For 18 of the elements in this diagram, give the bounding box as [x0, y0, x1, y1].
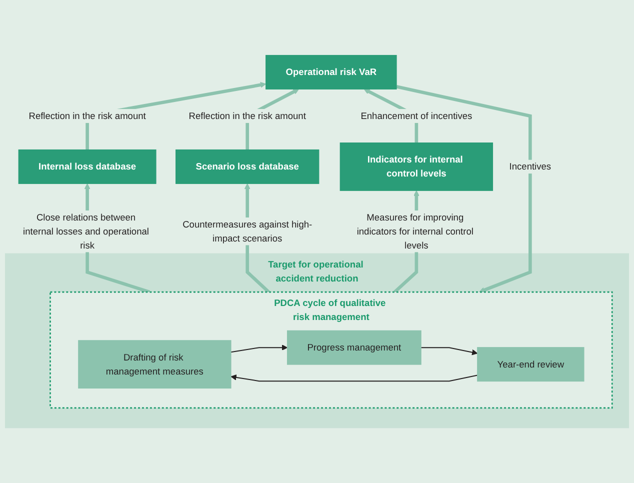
node-box: Year-end review — [477, 347, 584, 382]
node-box: Internal loss database — [18, 149, 156, 184]
edge-label: Countermeasures against high-impact scenarios — [182, 218, 312, 244]
arrow — [420, 347, 478, 356]
edge-label: Close relations between internal losses and operational risk — [23, 212, 149, 250]
node-box: Operational risk VaR — [266, 54, 397, 90]
edge-label: Incentives — [509, 161, 552, 172]
edge-label: Measures for improving indicators for internal control levels — [356, 212, 474, 250]
node-box: Indicators for internal control levels — [340, 142, 494, 191]
node-box: Drafting of risk management measures — [78, 340, 232, 388]
arrow — [396, 84, 532, 293]
arrow — [230, 344, 288, 353]
edge-label: Reflection in the risk amount — [28, 110, 146, 121]
edge-label: Enhancement of incentives — [360, 110, 472, 121]
node-box: Scenario loss database — [176, 149, 320, 184]
edge-label: Reflection in the risk amount — [188, 110, 306, 121]
arrow — [230, 374, 478, 382]
node-box: Progress management — [286, 330, 422, 365]
